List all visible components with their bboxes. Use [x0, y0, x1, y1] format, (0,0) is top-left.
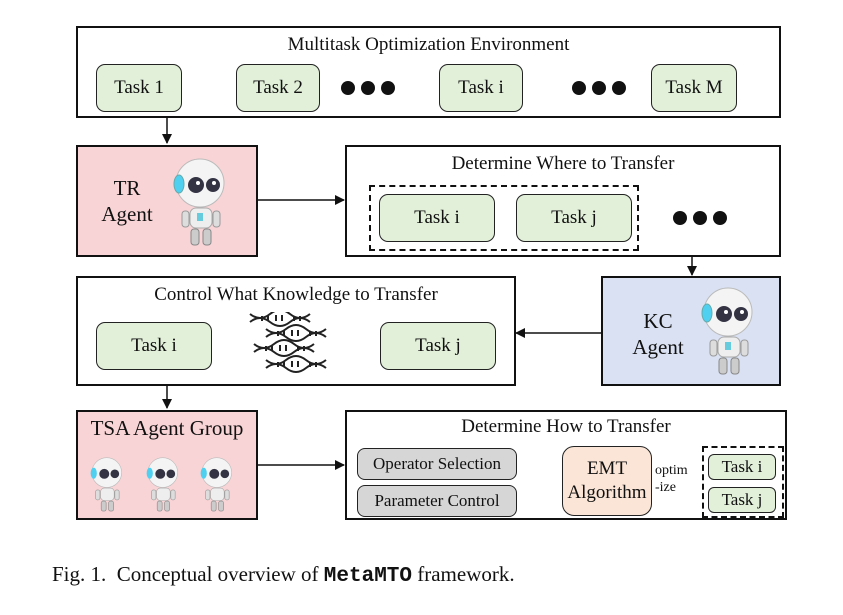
env-panel: Multitask Optimization Environment Task …: [76, 26, 781, 118]
kc-agent-label: KC Agent: [623, 308, 693, 360]
tsa-group-panel: TSA Agent Group: [76, 410, 258, 520]
tr-agent-line2: Agent: [101, 202, 153, 226]
parameter-control-box: Parameter Control: [357, 485, 517, 517]
what-task-i: Task i: [96, 322, 212, 370]
ellipsis-icon: [341, 81, 395, 95]
dna-icon: [249, 312, 327, 373]
env-task-i: Task i: [439, 64, 523, 112]
what-panel: Control What Knowledge to Transfer Task …: [76, 276, 516, 386]
caption-suffix: framework.: [412, 562, 515, 586]
robot-icon: [701, 287, 753, 375]
how-title: Determine How to Transfer: [461, 416, 671, 437]
ellipsis-icon: [673, 211, 727, 225]
kc-agent-line2: Agent: [632, 335, 684, 359]
how-task-j: Task j: [708, 487, 776, 513]
env-task-m: Task M: [651, 64, 737, 112]
caption-prefix: Fig. 1. Conceptual overview of: [52, 562, 324, 586]
emt-line1: EMT: [586, 458, 628, 479]
tr-agent-label: TR Agent: [92, 175, 162, 227]
tr-agent-panel: TR Agent: [76, 145, 258, 257]
emt-algorithm-box: EMT Algorithm: [562, 446, 652, 516]
where-title: Determine Where to Transfer: [451, 153, 675, 174]
kc-agent-line1: KC: [643, 309, 673, 333]
optimize-label: optim -ize: [655, 462, 688, 496]
tr-agent-line1: TR: [113, 176, 141, 200]
where-pair-group: [369, 185, 639, 251]
tsa-group-title: TSA Agent Group: [90, 416, 244, 440]
how-tasks-group: [702, 446, 784, 518]
operator-selection-box: Operator Selection: [357, 448, 517, 480]
robot-icon: [200, 457, 232, 512]
env-task-1: Task 1: [96, 64, 182, 112]
where-task-j: Task j: [516, 194, 632, 242]
optimize-line2: -ize: [655, 480, 676, 495]
emt-line2: Algorithm: [567, 482, 647, 503]
how-panel: Determine How to Transfer Operator Selec…: [345, 410, 787, 520]
robot-icon: [90, 457, 122, 512]
ellipsis-icon: [572, 81, 626, 95]
what-title: Control What Knowledge to Transfer: [154, 284, 438, 305]
caption-framework-name: MetaMTO: [323, 565, 412, 588]
optimize-line1: optim: [655, 463, 688, 478]
kc-agent-panel: KC Agent: [601, 276, 781, 386]
env-task-2: Task 2: [236, 64, 320, 112]
robot-icon: [173, 158, 225, 246]
figure-caption: Fig. 1. Conceptual overview of MetaMTO f…: [52, 562, 515, 588]
how-task-i: Task i: [708, 454, 776, 480]
where-task-i: Task i: [379, 194, 495, 242]
robot-icon: [146, 457, 178, 512]
what-task-j: Task j: [380, 322, 496, 370]
where-panel: Determine Where to Transfer Task i Task …: [345, 145, 781, 257]
env-title: Multitask Optimization Environment: [287, 34, 570, 55]
